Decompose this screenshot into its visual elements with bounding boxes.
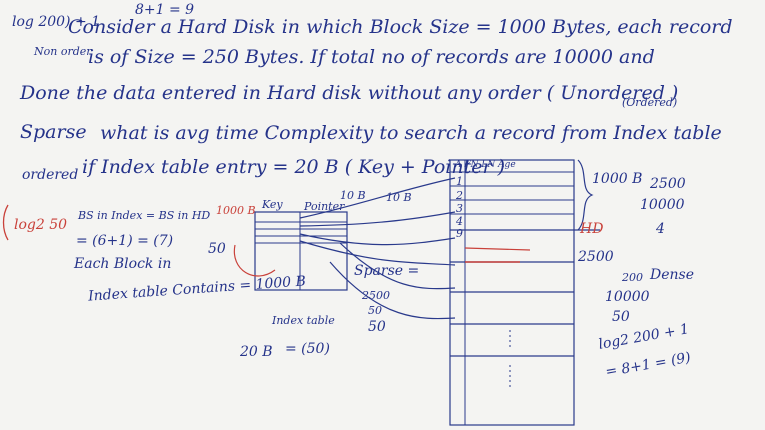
question-ordered-note: (Ordered) <box>622 96 678 109</box>
right-frac2-num: 10000 <box>605 289 650 305</box>
right-frac-den: 4 <box>656 221 665 237</box>
index-table-box <box>254 211 348 291</box>
hd-row-1: 1 <box>456 175 463 188</box>
hd-block-size: 1000 B <box>592 171 643 187</box>
right-dense-label: Dense <box>650 267 694 283</box>
bs-index-note: BS in Index = BS in HD <box>78 209 211 222</box>
hd-label: HD <box>580 221 604 237</box>
top-sum: 8+1 = 9 <box>135 2 195 18</box>
non-order-note: Non order <box>34 45 92 58</box>
key-size: 10 B <box>340 189 366 202</box>
sparse-calc-2: 50 <box>368 304 382 317</box>
hd-row-2: 2 <box>456 189 463 202</box>
right-top: 2500 <box>650 176 686 192</box>
hd-row-4: 4 <box>456 215 463 228</box>
index-block-size: 1000 B <box>216 204 256 217</box>
ordered-note: ordered <box>22 167 79 183</box>
pointer-size: 10 B <box>386 191 412 204</box>
question-line-5: if Index table entry = 20 B ( Key + Poin… <box>82 156 505 178</box>
question-line-1: Consider a Hard Disk in which Block Size… <box>68 16 733 38</box>
question-line-2: is of Size = 250 Bytes. If total no of r… <box>88 46 655 68</box>
each-block-note: Each Block in <box>74 256 172 272</box>
index-pointer-label: Pointer <box>304 200 345 213</box>
sparse-calc-1: 2500 <box>362 289 390 302</box>
index-table-note: Index table <box>272 314 335 327</box>
hd-row-3: 3 <box>456 202 463 215</box>
question-line-3: Done the data entered in Hard disk witho… <box>20 82 679 104</box>
result-note: = (6+1) = (7) <box>76 233 174 249</box>
index-count: 50 <box>208 241 226 257</box>
sparse-note: Sparse <box>20 121 87 143</box>
hd-header: A FN LN Age <box>455 160 516 170</box>
index-key-label: Key <box>262 198 283 211</box>
right-dense-200: 200 <box>622 271 643 284</box>
right-frac2-den: 50 <box>612 309 630 325</box>
hd-count: 2500 <box>578 249 614 265</box>
question-line-4: what is avg time Complexity to search a … <box>100 122 722 144</box>
eq-50-note: = (50) <box>285 341 330 357</box>
sparse-calc-label: Sparse = <box>354 263 420 279</box>
sparse-result: 50 <box>368 319 386 335</box>
over-20b-note: 20 B <box>240 344 273 360</box>
log-note: log2 50 <box>14 217 68 233</box>
top-formula: log 200) + 1 <box>12 14 101 30</box>
right-frac-num: 10000 <box>640 197 685 213</box>
hd-row-9: 9 <box>456 227 463 240</box>
